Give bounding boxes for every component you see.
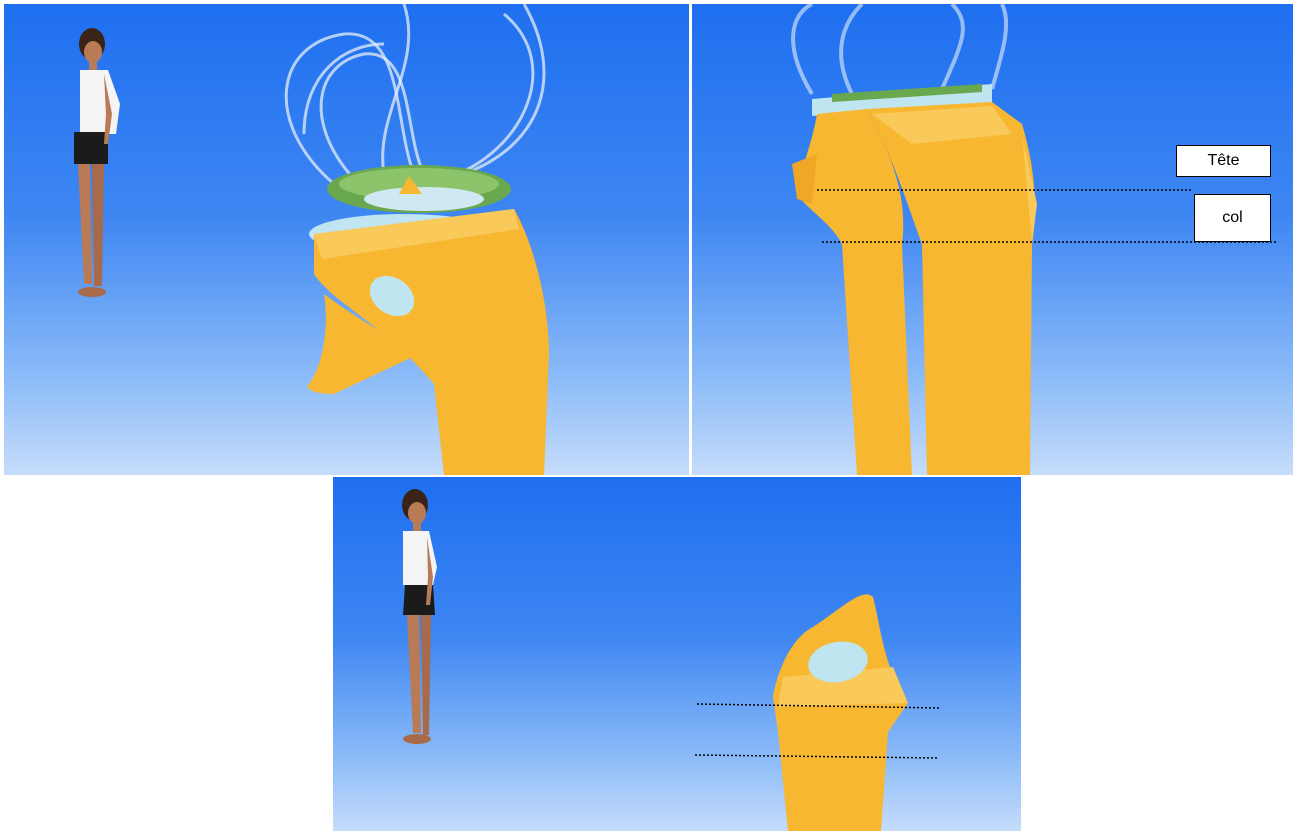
fibula-head — [773, 594, 908, 831]
ligament-loops — [286, 4, 544, 184]
anatomy-view-knee-lateral — [4, 4, 689, 475]
knee-illustration — [4, 4, 689, 475]
fibula-head-neck-illustration — [333, 477, 1021, 831]
label-col: col — [1194, 194, 1271, 242]
ligament-loops — [793, 4, 1006, 94]
anatomy-view-fibula-head-neck — [333, 477, 1021, 831]
label-tete: Tête — [1176, 145, 1271, 177]
anatomy-view-fibula-closeup: Tête col — [692, 4, 1293, 475]
human-figure — [402, 489, 437, 744]
human-figure — [74, 28, 120, 297]
